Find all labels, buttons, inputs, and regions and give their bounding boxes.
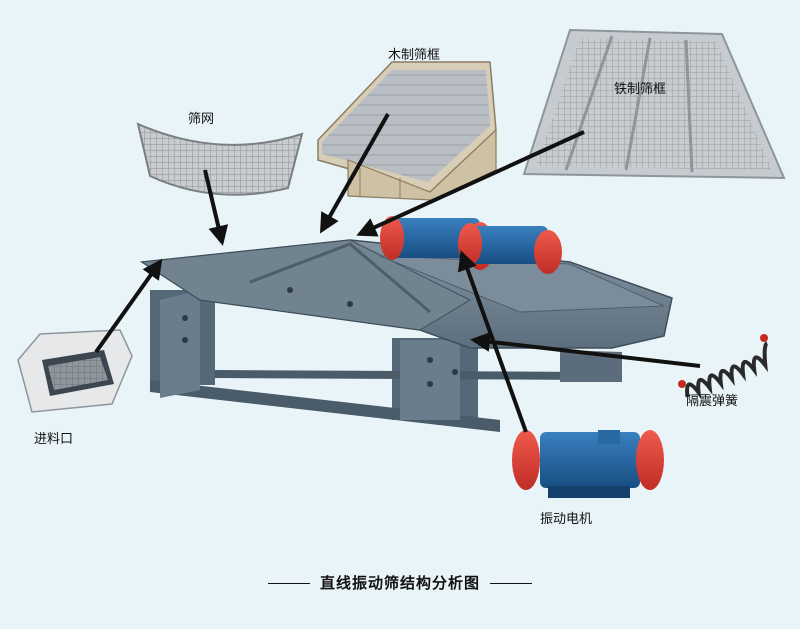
arrow-motor [458,250,528,433]
arrow-spring [470,331,701,368]
vibrating-screen-machine [139,239,673,432]
label-motor: 振动电机 [540,512,593,527]
iron-frame-image [522,28,786,180]
caption-rule-left [267,583,310,584]
caption-rule-right [490,583,532,584]
arrow-iron-frame [356,130,585,237]
label-spring: 隔震弹簧 [686,394,739,409]
arrow-group [94,113,701,433]
label-wood-frame: 木制筛框 [388,48,441,63]
label-feed-inlet: 进料口 [34,432,74,447]
diagram-caption: 直线振动筛结构分析图 [0,572,800,593]
wood-frame-image [317,61,497,201]
arrow-feed-inlet [94,258,163,354]
label-screen-mesh: 筛网 [188,112,215,127]
arrow-screen-mesh [203,169,229,246]
motor-image [512,430,664,498]
machine-top-motors [380,216,562,274]
feed-inlet-image [17,329,133,413]
caption-text: 直线振动筛结构分析图 [319,574,480,592]
label-iron-frame: 铁制筛框 [614,82,667,97]
arrow-wood-frame [320,113,390,234]
spring-image [678,334,769,400]
screen-mesh-image [136,122,304,196]
